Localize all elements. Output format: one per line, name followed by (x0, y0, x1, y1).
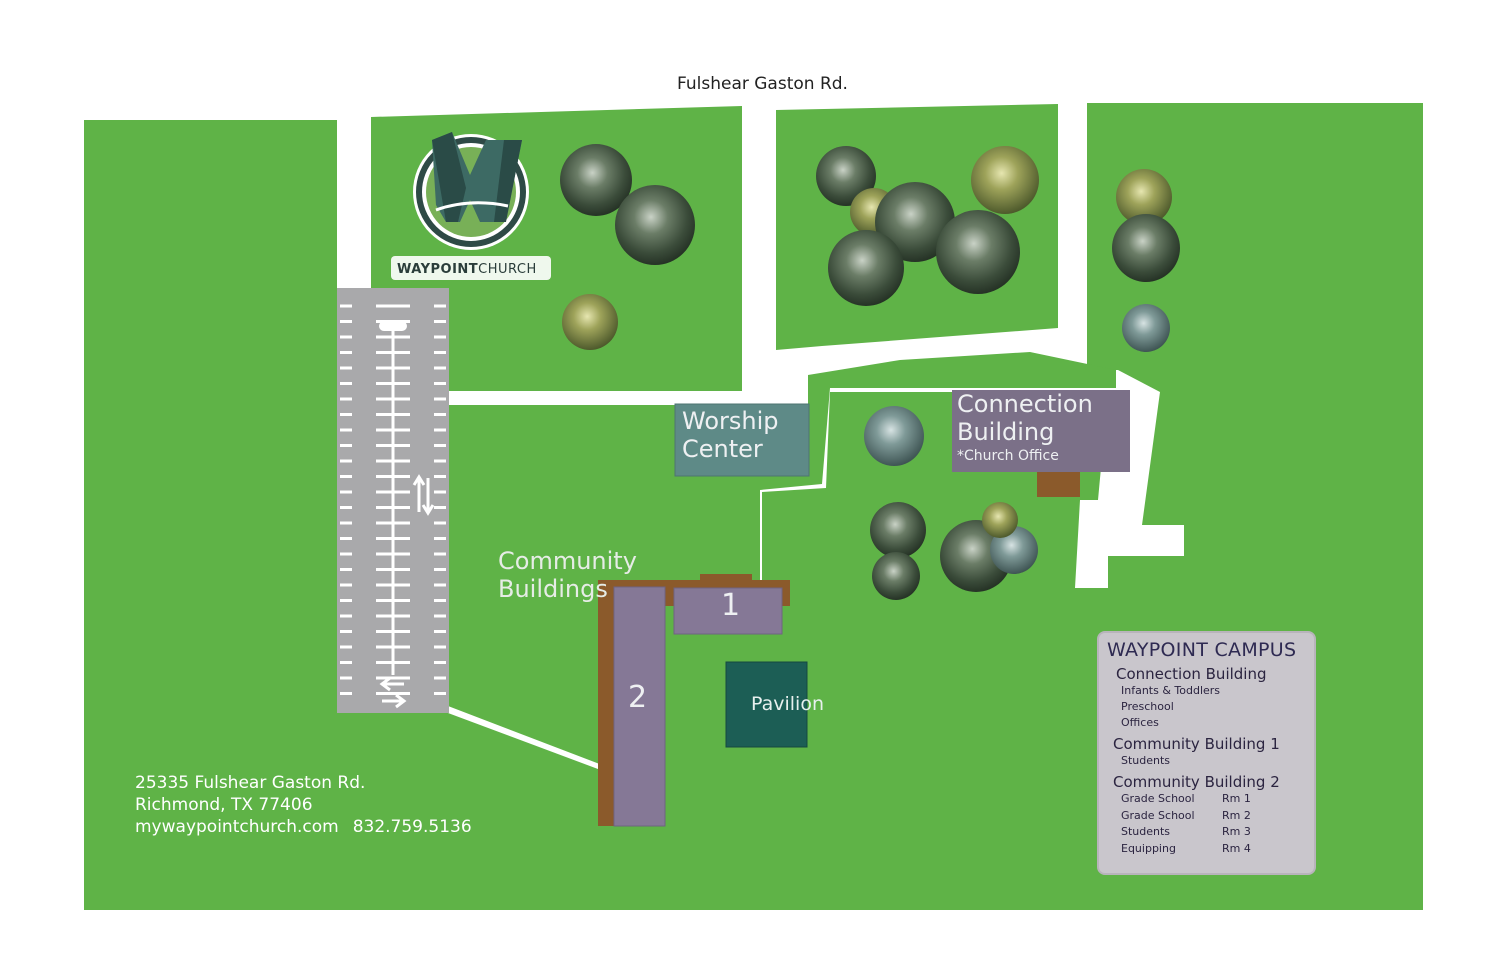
tree-icon (870, 502, 926, 558)
tree-icon (990, 526, 1038, 574)
worship-center-building[interactable] (674, 403, 810, 477)
address-phone[interactable]: 832.759.5136 (352, 817, 472, 837)
grass-east-center (762, 392, 1108, 910)
community-building-2-number[interactable]: 2 (628, 680, 648, 715)
worship-center-label[interactable]: Worship Center (682, 407, 779, 463)
grass-bottom (606, 826, 790, 910)
address-block: 25335 Fulshear Gaston Rd. Richmond, TX 7… (135, 772, 472, 838)
waypoint-logo-icon (391, 132, 551, 280)
tree-icon (562, 294, 618, 350)
legend-room-row: Students Rm 3 (1121, 824, 1306, 841)
legend-connection-items: Infants & Toddlers Preschool Offices (1107, 683, 1306, 731)
address-city: Richmond, TX 77406 (135, 795, 313, 815)
connection-building-label[interactable]: Connection Building *Church Office (957, 390, 1093, 465)
legend-item: Preschool (1121, 700, 1174, 713)
address-street: 25335 Fulshear Gaston Rd. (135, 773, 366, 793)
legend-community2-title: Community Building 2 (1113, 773, 1280, 791)
tree-icon (971, 146, 1039, 214)
tree-icon (875, 182, 955, 262)
pavilion-building[interactable] (725, 661, 808, 748)
tree-icon (872, 552, 920, 600)
tree-icon (1112, 214, 1180, 282)
address-website[interactable]: mywaypointchurch.com (135, 817, 339, 837)
legend-item: Offices (1121, 716, 1159, 729)
legend-item: Infants & Toddlers (1121, 684, 1221, 697)
tree-icon (1122, 304, 1170, 352)
legend-community2-rows: Grade School Rm 1 Grade School Rm 2 Studen… (1107, 791, 1306, 857)
address-contact-line: mywaypointchurch.com 832.759.5136 (135, 816, 472, 838)
grass-center (742, 352, 1116, 580)
tree-icon (816, 146, 876, 206)
connection-label-sub: *Church Office (957, 448, 1059, 465)
tree-icon (828, 230, 904, 306)
tree-icon (615, 185, 695, 265)
connection-building[interactable] (952, 390, 1130, 497)
parking-lot (337, 288, 449, 713)
worship-label-line1: Worship (682, 407, 779, 435)
community-label-line1: Community (498, 547, 637, 575)
legend-room-number: Rm 1 (1222, 792, 1251, 805)
two-way-arrow-icon (412, 474, 435, 516)
community-building-1[interactable] (664, 574, 790, 635)
logo-word-normal: CHURCH (478, 262, 537, 277)
legend-connection-title: Connection Building (1116, 665, 1267, 683)
legend-room-row: Grade School Rm 2 (1121, 808, 1306, 825)
tree-icon (864, 406, 924, 466)
legend-room-name: Grade School (1121, 792, 1195, 805)
community-buildings-label: Community Buildings (498, 547, 637, 603)
tree-icon (982, 502, 1018, 538)
connection-label-line1: Connection (957, 390, 1093, 418)
community-label-line2: Buildings (498, 574, 608, 603)
legend-room-number: Rm 2 (1222, 808, 1251, 822)
community-building-2[interactable] (598, 580, 668, 827)
direction-arrows-icon (379, 676, 407, 709)
campus-legend: WAYPOINT CAMPUS Connection Building Infa… (1097, 631, 1316, 875)
grass-west (84, 120, 337, 910)
legend-room-row: Equipping Rm 4 (1121, 841, 1306, 858)
trees (560, 144, 1180, 600)
community-building-1-number[interactable]: 1 (721, 588, 741, 623)
legend-room-row: Grade School Rm 1 (1121, 791, 1306, 808)
legend-room-name: Grade School (1121, 808, 1195, 822)
grass-south-west (337, 713, 606, 910)
legend-room-name: Students (1121, 825, 1171, 838)
connection-label-line2: Building (957, 417, 1055, 446)
grass-south (448, 405, 742, 768)
legend-title: WAYPOINT CAMPUS (1107, 639, 1297, 661)
legend-room-number: Rm 3 (1222, 825, 1251, 838)
road-label: Fulshear Gaston Rd. (677, 74, 848, 94)
logo-word-bold: WAYPOINT (397, 262, 479, 277)
worship-label-line2: Center (682, 434, 763, 463)
tree-icon (560, 144, 632, 216)
legend-item: Students (1121, 754, 1171, 767)
legend-room-name: Equipping (1121, 841, 1176, 855)
legend-community1-title: Community Building 1 (1113, 735, 1280, 753)
legend-room-number: Rm 4 (1222, 841, 1251, 855)
pavilion-label[interactable]: Pavilion (751, 693, 824, 715)
tree-icon (936, 210, 1020, 294)
logo-wordmark: WAYPOINTCHURCH (397, 262, 537, 277)
tree-icon (1116, 169, 1172, 225)
